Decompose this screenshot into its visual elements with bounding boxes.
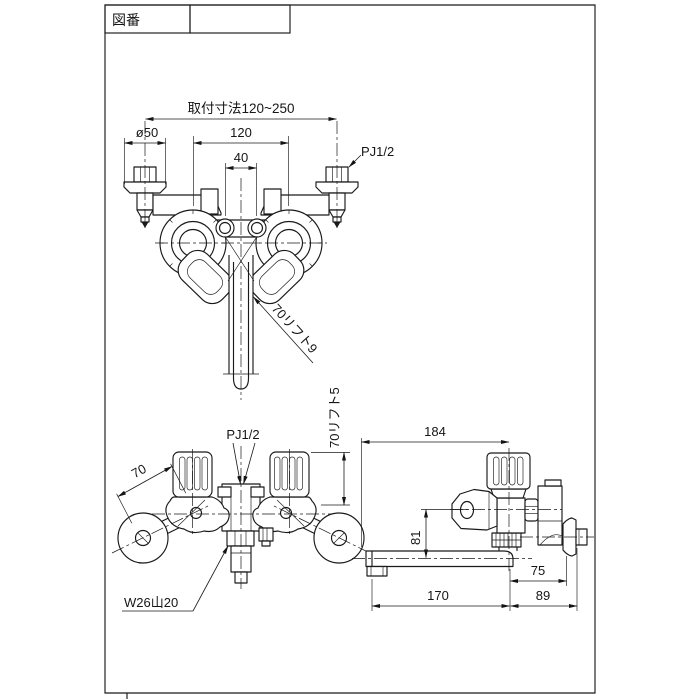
thread-label-bottom: PJ1/2: [226, 427, 259, 442]
side-view: 184 81 75 170 89: [352, 424, 594, 611]
dim-wall-depth: 89: [536, 588, 550, 603]
dim-leg-length: 70: [129, 461, 149, 481]
drawing-number-label: 図番: [112, 12, 140, 28]
title-block: 図番: [104, 4, 291, 34]
dim-handle-pitch: 120: [230, 125, 252, 140]
dim-wall-to-face: 75: [531, 563, 545, 578]
drawing-frame: [104, 4, 596, 699]
shower-connection: [226, 530, 255, 584]
thread-label-front: PJ1/2: [361, 144, 394, 159]
dim-outlet-pitch: 40: [234, 150, 248, 165]
dim-spout-reach: 170: [427, 588, 449, 603]
knob-lift-label: 70リフト5: [327, 387, 342, 448]
dim-flange-diameter: ø50: [136, 125, 158, 140]
bottom-view: PJ1/2 70 70リフト5 W26山20: [111, 387, 371, 612]
handle-lift-label: 70リフト9: [269, 301, 321, 356]
side-dimensions: 184 81 75 170 89: [360, 424, 578, 611]
dim-spout-height: 81: [408, 531, 423, 545]
title-block-value-cell: [189, 4, 291, 34]
wall-connection: [524, 479, 588, 557]
front-view: 取付寸法120~250 ø50 120 40 PJ1/2 70リフト9: [123, 101, 394, 400]
spout-side: [365, 550, 514, 577]
dim-overall-width: 184: [424, 424, 446, 439]
bottom-dimensions: PJ1/2 70 70リフト5 W26山20: [116, 387, 350, 612]
dim-mounting-pitch: 取付寸法120~250: [188, 101, 295, 116]
shower-thread-label: W26山20: [124, 595, 178, 610]
